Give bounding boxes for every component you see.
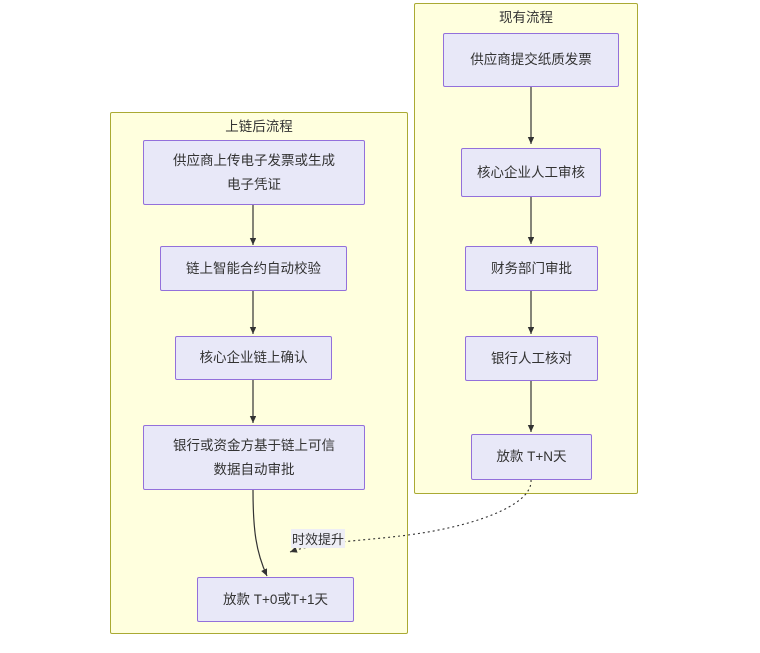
- node-disbursement-t-plus-n[interactable]: 放款 T+N天: [471, 434, 592, 480]
- node-bank-auto-approval[interactable]: 银行或资金方基于链上可信 数据自动审批: [143, 425, 365, 490]
- node-smart-contract-validation-label: 链上智能合约自动校验: [186, 260, 321, 276]
- node-smart-contract-validation[interactable]: 链上智能合约自动校验: [160, 246, 347, 291]
- node-core-enterprise-manual-review[interactable]: 核心企业人工审核: [461, 148, 601, 197]
- node-supplier-upload-einvoice-label: 供应商上传电子发票或生成 电子凭证: [173, 152, 335, 192]
- node-supplier-upload-einvoice[interactable]: 供应商上传电子发票或生成 电子凭证: [143, 140, 365, 205]
- node-core-enterprise-onchain-confirm-label: 核心企业链上确认: [199, 350, 308, 366]
- node-supplier-paper-invoice-label: 供应商提交纸质发票: [470, 52, 592, 68]
- node-bank-auto-approval-label: 银行或资金方基于链上可信 数据自动审批: [173, 437, 335, 477]
- cluster-onchain-process-title: 上链后流程: [225, 119, 293, 134]
- cluster-existing-process-title: 现有流程: [499, 10, 553, 25]
- node-disbursement-t-plus-0-or-1-label: 放款 T+0或T+1天: [222, 591, 329, 607]
- node-disbursement-t-plus-n-label: 放款 T+N天: [496, 449, 567, 465]
- edge-label-efficiency-gain: 时效提升: [291, 529, 346, 548]
- node-bank-manual-check[interactable]: 银行人工核对: [465, 336, 598, 381]
- node-disbursement-t-plus-0-or-1[interactable]: 放款 T+0或T+1天: [197, 577, 354, 622]
- node-core-enterprise-onchain-confirm[interactable]: 核心企业链上确认: [175, 336, 332, 380]
- node-bank-manual-check-label: 银行人工核对: [491, 350, 572, 366]
- node-finance-dept-approval[interactable]: 财务部门审批: [465, 246, 598, 291]
- node-core-enterprise-manual-review-label: 核心企业人工审核: [477, 164, 585, 180]
- node-finance-dept-approval-label: 财务部门审批: [491, 260, 572, 276]
- node-supplier-paper-invoice[interactable]: 供应商提交纸质发票: [443, 33, 619, 87]
